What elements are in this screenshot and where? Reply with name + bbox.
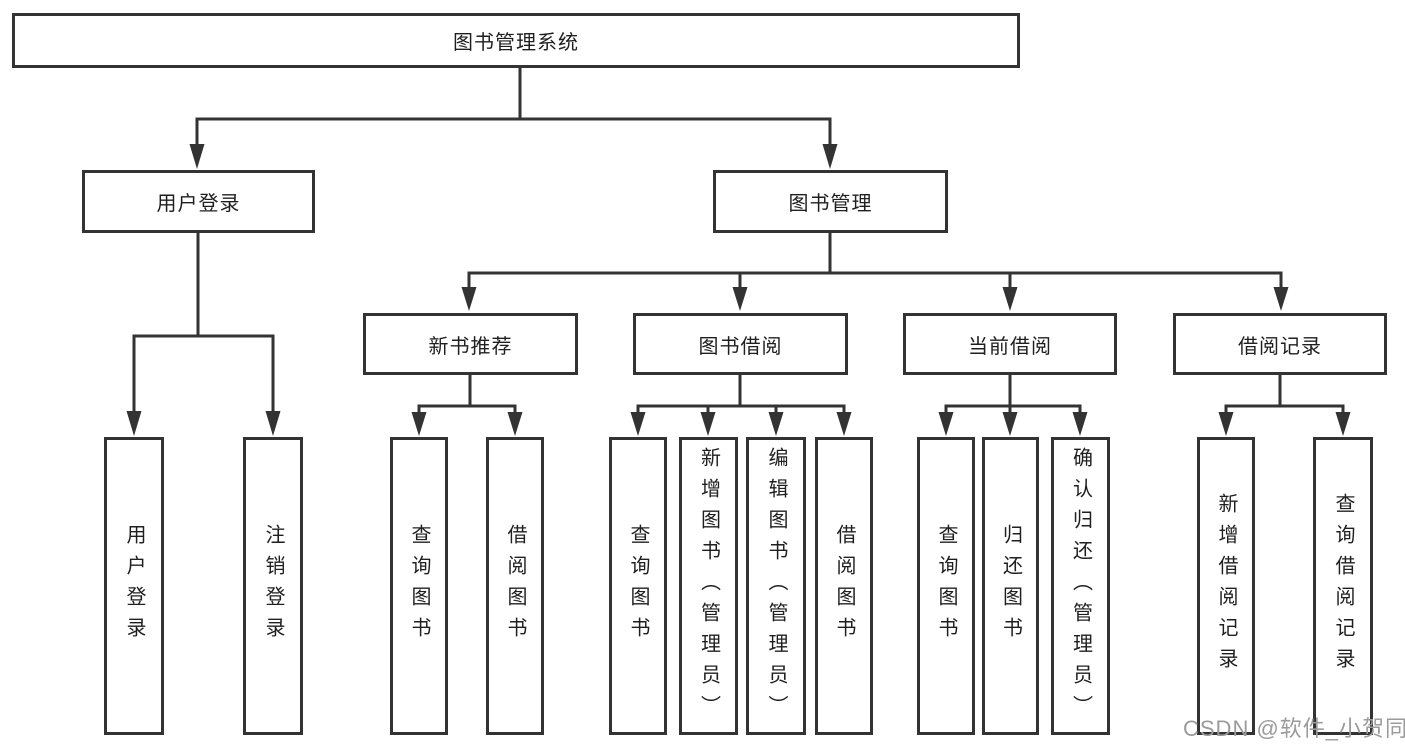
leaf-logout: 注销登录 [243, 437, 303, 735]
leaf-confirm-return-admin-label: 确认归还（管理员） [1069, 446, 1092, 726]
connector-book-borrow-children [630, 374, 852, 436]
leaf-query-books-current: 查询图书 [917, 437, 975, 735]
leaf-query-borrow-record: 查询借阅记录 [1313, 437, 1373, 735]
leaf-borrow-books-rec: 借阅图书 [486, 437, 544, 735]
arrowhead [126, 411, 142, 436]
leaf-query-books-rec: 查询图书 [390, 437, 448, 735]
connector-root-children [189, 67, 838, 169]
node-root: 图书管理系统 [12, 13, 1020, 68]
arrowhead [836, 412, 852, 436]
connector-current-borrow-children [938, 374, 1088, 436]
leaf-query-borrow-record-label: 查询借阅记录 [1332, 493, 1354, 679]
leaf-query-books-rec-label: 查询图书 [408, 524, 430, 648]
arrowhead [411, 412, 427, 436]
leaf-query-books-current-label: 查询图书 [935, 524, 957, 648]
arrowhead [1218, 412, 1234, 436]
connector-book-mgmt-children [461, 232, 1289, 311]
leaf-query-books-borrow-label: 查询图书 [627, 524, 649, 648]
arrowhead [265, 411, 281, 436]
leaf-borrow-books-rec-label: 借阅图书 [504, 524, 526, 648]
arrowhead [732, 287, 748, 311]
leaf-confirm-return-admin: 确认归还（管理员） [1051, 437, 1110, 735]
arrowhead [768, 412, 784, 436]
node-root-label: 图书管理系统 [453, 32, 579, 54]
arrowhead [1273, 287, 1289, 311]
arrowhead [938, 412, 954, 436]
arrowhead [189, 144, 205, 169]
arrowhead [630, 412, 646, 436]
arrowhead [1002, 287, 1018, 311]
node-current-borrow-label: 当前借阅 [968, 335, 1052, 358]
connector-new-book-rec-children [411, 374, 523, 436]
leaf-add-books-admin: 新增图书（管理员） [679, 437, 738, 735]
leaf-add-books-admin-label: 新增图书（管理员） [697, 446, 720, 726]
node-borrow-records-label: 借阅记录 [1238, 335, 1322, 358]
leaf-add-borrow-record: 新增借阅记录 [1197, 437, 1255, 735]
leaf-logout-label: 注销登录 [262, 524, 284, 648]
node-user-login: 用户登录 [82, 170, 315, 233]
leaf-add-borrow-record-label: 新增借阅记录 [1215, 493, 1237, 679]
arrowhead [1072, 412, 1088, 436]
node-book-borrow: 图书借阅 [633, 313, 848, 375]
arrowhead [822, 144, 838, 169]
csdn-watermark: CSDN @软件_小贺同学 [1183, 716, 1405, 741]
arrowhead [1335, 412, 1351, 436]
leaf-query-books-borrow: 查询图书 [609, 437, 667, 735]
connector-user-login-children [126, 232, 281, 436]
arrowhead [461, 287, 477, 311]
leaf-edit-books-admin: 编辑图书（管理员） [746, 437, 806, 735]
arrowhead [507, 412, 523, 436]
leaf-return-books-label: 归还图书 [999, 524, 1022, 648]
connector-borrow-records-children [1218, 374, 1351, 436]
node-user-login-label: 用户登录 [156, 193, 241, 215]
leaf-return-books: 归还图书 [982, 437, 1039, 735]
node-book-mgmt: 图书管理 [713, 170, 948, 233]
arrowhead [1002, 412, 1018, 436]
arrowhead [700, 412, 716, 436]
node-current-borrow: 当前借阅 [903, 313, 1117, 375]
leaf-user-login-label: 用户登录 [123, 524, 145, 648]
node-new-book-rec: 新书推荐 [363, 313, 578, 375]
leaf-borrow-books-borrow-label: 借阅图书 [833, 524, 855, 648]
node-borrow-records: 借阅记录 [1173, 313, 1387, 375]
node-new-book-rec-label: 新书推荐 [428, 335, 513, 358]
leaf-edit-books-admin-label: 编辑图书（管理员） [765, 446, 787, 726]
node-book-mgmt-label: 图书管理 [788, 193, 873, 215]
node-book-borrow-label: 图书借阅 [698, 335, 783, 358]
leaf-user-login: 用户登录 [104, 437, 164, 735]
leaf-borrow-books-borrow: 借阅图书 [815, 437, 873, 735]
